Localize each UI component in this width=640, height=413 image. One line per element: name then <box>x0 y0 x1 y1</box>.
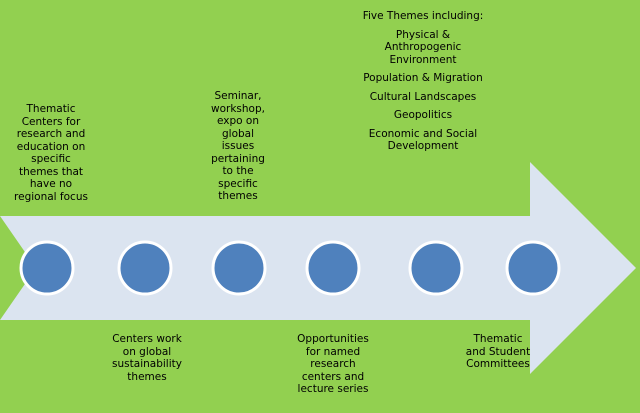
themes-block: Five Themes including: Physical & Anthro… <box>362 10 484 153</box>
theme-population: Population & Migration <box>363 72 483 84</box>
timeline-node-1 <box>19 240 75 296</box>
theme-cultural: Cultural Landscapes <box>369 90 477 103</box>
timeline-node-4 <box>305 240 361 296</box>
label-seminar: Seminar, workshop, expo on global issues… <box>211 90 265 202</box>
timeline-node-3 <box>211 240 267 296</box>
timeline-node-5 <box>408 240 464 296</box>
label-thematic-centers: Thematic Centers for research and educat… <box>14 103 88 203</box>
timeline-nodes <box>19 240 561 296</box>
theme-physical: Physical & Anthropogenic Environment <box>384 28 462 66</box>
label-centers-work: Centers work on global sustainability th… <box>112 333 182 383</box>
themes-title: Five Themes including: <box>362 10 484 22</box>
timeline-node-6 <box>505 240 561 296</box>
theme-geopolitics: Geopolitics <box>393 109 453 121</box>
theme-economic: Economic and Social Development <box>368 127 478 153</box>
label-committees: Thematic and Student Committees <box>465 333 531 370</box>
label-opportunities: Opportunities for named research centers… <box>297 333 369 395</box>
timeline-node-2 <box>117 240 173 296</box>
